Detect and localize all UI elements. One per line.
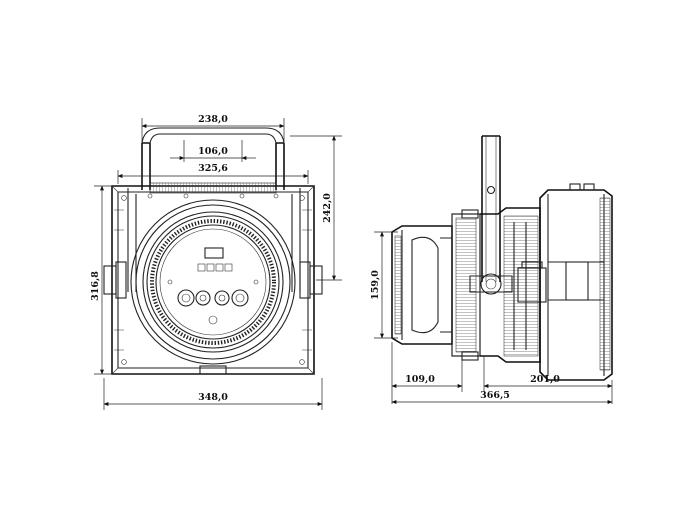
side-lens-section	[391, 209, 481, 361]
dim-lens-height-label: 159,0	[370, 270, 381, 300]
front-view: 238,0 106,0 325,6 242,0 316,8	[90, 114, 342, 410]
side-view: 159,0 109,0 201,0 366,5	[370, 135, 613, 404]
front-dimensions: 238,0 106,0 325,6 242,0 316,8	[90, 114, 342, 410]
dim-total-width-label: 348,0	[198, 392, 228, 403]
dim-front-depth-label: 109,0	[405, 374, 435, 385]
side-dimensions: 159,0 109,0 201,0 366,5	[370, 231, 613, 404]
dim-rear-depth-label: 201,0	[530, 374, 560, 385]
dim-top-width-label: 238,0	[198, 114, 228, 125]
dim-total-depth-label: 366,5	[480, 390, 510, 401]
front-lens-assembly	[130, 199, 296, 365]
dim-bracket-height-label: 242,0	[322, 193, 333, 223]
front-housing	[103, 182, 323, 375]
dim-mid-width-label: 325,6	[198, 163, 228, 174]
side-finned-body	[480, 207, 547, 363]
dim-total-height-label: 316,8	[90, 271, 101, 301]
side-rear-housing	[539, 183, 613, 381]
dim-inner-width-label: 106,0	[198, 146, 228, 157]
